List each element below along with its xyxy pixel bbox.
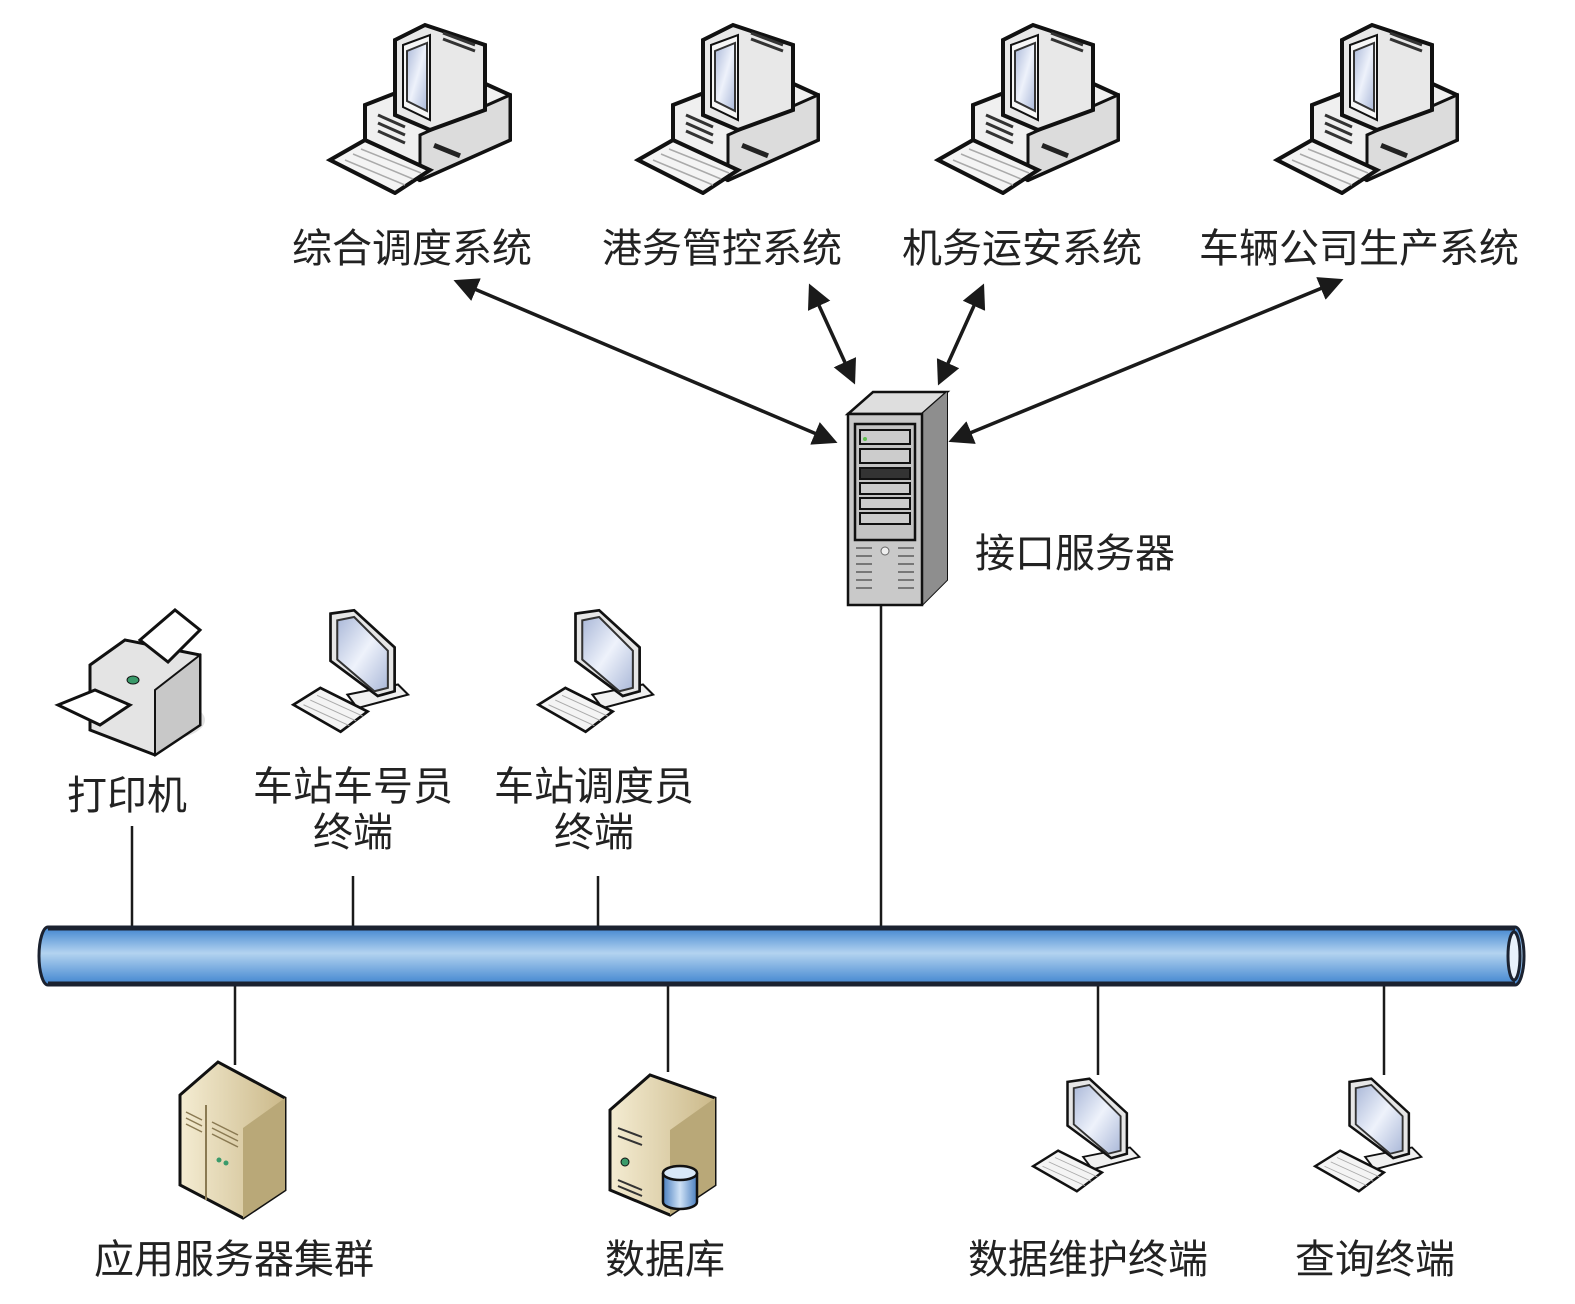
label-locomotive-safety-system: 机务运安系统 (902, 226, 1142, 272)
label-line: 车站调度员 (494, 764, 694, 810)
connector-lines (130, 605, 1386, 1075)
label-line: 终端 (313, 810, 393, 856)
arrow-vehicle-company-production (948, 277, 1344, 444)
label-printer: 打印机 (67, 773, 187, 819)
desktop-pc-icon (936, 23, 1120, 195)
arrow-locomotive-safety (936, 283, 986, 386)
desktop-pc-icon (328, 23, 512, 195)
label-line: 终端 (554, 810, 634, 856)
lcd-terminal-icon (1031, 1077, 1141, 1193)
label-vehicle-company-production-system: 车辆公司生产系统 (1199, 226, 1519, 272)
label-line: 车站车号员 (253, 764, 453, 810)
network-bus (37, 925, 1526, 987)
desktop-pc-icon (636, 23, 820, 195)
label-query-terminal: 查询终端 (1295, 1237, 1455, 1283)
desktop-pc-icon (1275, 23, 1459, 195)
arrows (453, 277, 1344, 445)
tower-server-icon (844, 390, 951, 607)
label-comprehensive-dispatch-system: 综合调度系统 (292, 226, 532, 272)
printer-icon (54, 608, 205, 757)
label-app-server-cluster: 应用服务器集群 (94, 1237, 374, 1283)
server-cluster-icon (178, 1060, 287, 1220)
arrow-comprehensive-dispatch (453, 278, 838, 445)
label-port-control-system: 港务管控系统 (602, 226, 842, 272)
label-database: 数据库 (605, 1237, 725, 1283)
label-station-dispatcher-terminal: 车站调度员 终端 (489, 764, 699, 856)
lcd-terminal-icon (291, 608, 410, 734)
label-car-number-terminal: 车站车号员 终端 (248, 764, 458, 856)
lcd-terminal-icon (536, 608, 655, 734)
database-server-icon (608, 1073, 717, 1217)
lcd-terminal-icon (1313, 1077, 1423, 1193)
arrow-port-control (807, 283, 857, 385)
label-interface-server: 接口服务器 (975, 531, 1175, 577)
label-data-maintenance-terminal: 数据维护终端 (968, 1237, 1208, 1283)
